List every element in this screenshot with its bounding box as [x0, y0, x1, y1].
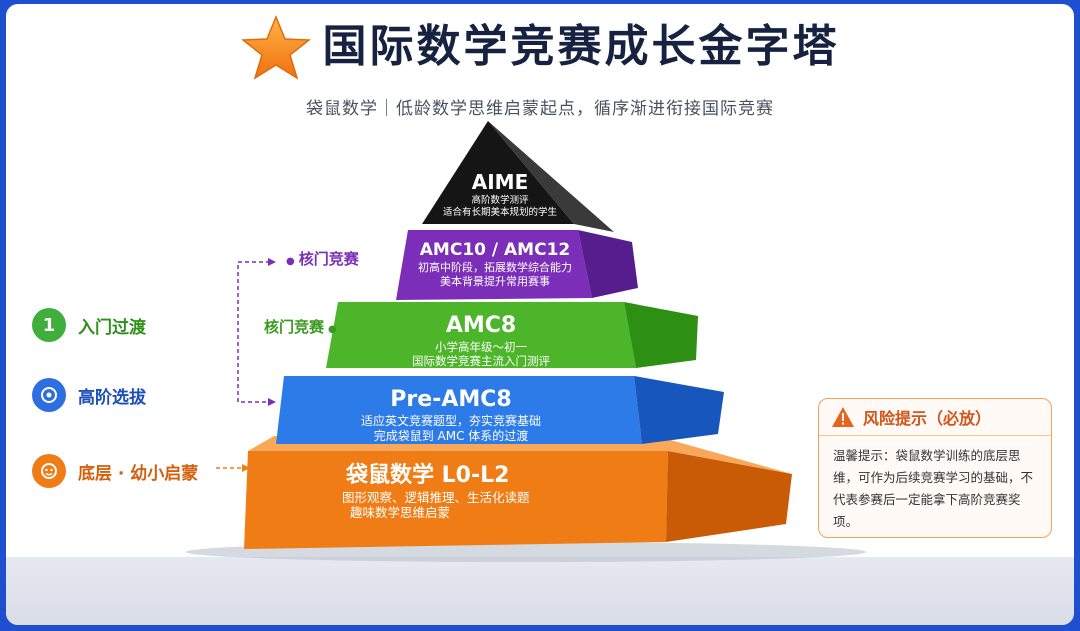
page-title: 国际数学竞赛成长金字塔	[322, 21, 840, 72]
bottom-pointer-arrow	[242, 464, 250, 472]
tier-aime-name: AIME	[471, 170, 529, 194]
title-row: 国际数学竞赛成长金字塔	[6, 12, 1074, 82]
tier-pre-amc8-side	[634, 376, 724, 444]
target-icon	[32, 378, 66, 412]
tier-amc8-side	[624, 302, 698, 368]
tier-aime	[422, 121, 614, 232]
warning-icon	[832, 407, 854, 427]
legend-item-entry: 1 入门过渡	[32, 308, 146, 342]
legend-item-foundation: 底层 · 幼小启蒙	[32, 454, 198, 488]
tier-amc10-12-front	[396, 230, 592, 300]
tier-amc10-12-side	[578, 230, 638, 298]
tier-amc10-12-desc2: 美本背景提升常用赛事	[440, 275, 550, 288]
tier-pre-amc8-front	[276, 376, 642, 444]
tier-aime-side	[488, 121, 614, 232]
side-label-core-mid-text: 核门竞赛	[264, 318, 325, 336]
poster-frame: 国际数学竞赛成长金字塔 袋鼠数学｜低龄数学思维启蒙起点，循序渐进衔接国际竞赛	[6, 4, 1074, 625]
tier-bottom-desc2: 趣味数学思维启蒙	[350, 505, 451, 521]
legend-label-advanced: 高阶选拔	[78, 387, 146, 408]
tier-amc8	[326, 302, 698, 368]
tier-aime-desc2: 适合有长期美本规划的学生	[442, 206, 557, 218]
child-icon	[32, 454, 66, 488]
risk-header: 风险提示（必放）	[819, 399, 1051, 436]
tier-pre-amc8-desc1: 适应英文竞赛题型，夯实竞赛基础	[360, 413, 541, 428]
tier-bottom-text: 袋鼠数学 L0-L2 图形观察、逻辑推理、生活化读题 趣味数学思维启蒙	[306, 462, 576, 521]
pyramid	[186, 121, 866, 562]
tier-amc8-desc1: 小学高年级～初一	[435, 339, 527, 354]
tier-pre-amc8	[276, 376, 724, 444]
tier-aime-front	[422, 121, 574, 224]
star-icon	[240, 15, 311, 80]
side-label-core-top-text: 核门竞赛	[298, 250, 359, 268]
tier-pre-amc8-name: Pre-AMC8	[390, 387, 512, 412]
tier-pre-amc8-desc2: 完成袋鼠到 AMC 体系的过渡	[373, 428, 529, 443]
tier-pre-amc8-text: Pre-AMC8 适应英文竞赛题型，夯实竞赛基础 完成袋鼠到 AMC 体系的过渡	[326, 386, 576, 444]
tier-bottom-desc1: 图形观察、逻辑推理、生活化读题	[342, 489, 530, 505]
tier-aime-desc1: 高阶数学测评	[471, 195, 529, 206]
tier-bottom-front	[244, 451, 668, 549]
legend-label-foundation: 底层 · 幼小启蒙	[78, 463, 199, 484]
tier-aime-text: AIME 高阶数学测评 适合有长期美本规划的学生	[432, 170, 568, 219]
dot-icon: ●	[286, 256, 295, 267]
risk-box: 风险提示（必放） 温馨提示：袋鼠数学训练的底层思维，可作为后续竞赛学习的基础，不…	[818, 398, 1052, 538]
side-label-core-mid: 核门竞赛●	[264, 316, 337, 337]
bottom-band	[6, 557, 1074, 625]
tier-amc10-12-text: AMC10 / AMC12 初高中阶段，拓展数学综合能力 美本背景提升常用赛事	[400, 240, 590, 289]
dot-icon: ●	[328, 324, 337, 335]
tier-amc10-12-name: AMC10 / AMC12	[419, 240, 571, 260]
side-label-core-top: ●核门竞赛	[286, 248, 359, 269]
risk-title: 风险提示（必放）	[863, 409, 992, 428]
tier-amc8-desc2: 国际数学竞赛主流入门测评	[412, 353, 550, 368]
bracket-arrow-bottom	[268, 398, 276, 406]
page-subtitle: 袋鼠数学｜低龄数学思维启蒙起点，循序渐进衔接国际竞赛	[306, 99, 774, 119]
core-bracket	[237, 261, 270, 403]
tier-bottom-side	[666, 451, 792, 542]
number-one-icon: 1	[32, 308, 66, 342]
risk-body: 温馨提示：袋鼠数学训练的底层思维，可作为后续竞赛学习的基础，不代表参赛后一定能拿…	[833, 448, 1034, 529]
tier-bottom-top	[248, 436, 792, 474]
legend-item-advanced: 高阶选拔	[32, 378, 146, 412]
tier-amc8-front	[326, 302, 636, 368]
bracket-arrow-top	[268, 258, 276, 266]
tier-bottom	[244, 436, 792, 549]
tier-amc8-text: AMC8 小学高年级～初一 国际数学竞赛主流入门测评	[366, 312, 596, 368]
tier-bottom-name: 袋鼠数学 L0-L2	[346, 463, 510, 488]
tier-amc8-name: AMC8	[445, 313, 517, 338]
legend-label-entry: 入门过渡	[78, 317, 146, 338]
tier-amc10-12	[396, 230, 638, 300]
tier-amc10-12-desc1: 初高中阶段，拓展数学综合能力	[418, 261, 572, 275]
